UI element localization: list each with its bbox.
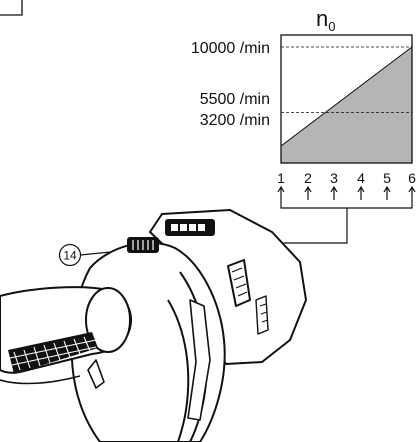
- frame-fragment: [0, 0, 23, 16]
- dial-scale: 1 2 3 4 5 6: [160, 170, 416, 244]
- grinder-illustration: [0, 209, 307, 442]
- bracket-line: [280, 200, 413, 209]
- speed-label-5500: 5500 /min: [200, 91, 270, 108]
- dial-position-6: 6: [408, 170, 416, 186]
- dial-arrow-2: [304, 185, 312, 200]
- dial-position-1: 1: [277, 170, 285, 186]
- title-main: n: [316, 6, 328, 31]
- plot-frame: [280, 34, 413, 164]
- dial-arrow-4: [357, 185, 365, 200]
- dial-position-2: 2: [304, 170, 312, 186]
- chart-title: n0: [316, 6, 335, 34]
- trigger: [87, 359, 105, 389]
- dial-arrows: [277, 185, 416, 200]
- dial-arrow-5: [383, 185, 391, 200]
- dial-position-4: 4: [357, 170, 365, 186]
- dial-position-3: 3: [330, 170, 338, 186]
- dial-arrow-3: [330, 185, 338, 200]
- callout-number: 14: [63, 249, 77, 263]
- speed-chart: 10000 /min 5500 /min 3200 /min: [191, 34, 413, 164]
- dial-arrow-6: [408, 185, 416, 200]
- speed-label-10000: 10000 /min: [191, 40, 270, 57]
- dial-position-5: 5: [383, 170, 391, 186]
- speed-label-3200: 3200 /min: [200, 112, 270, 129]
- title-subscript: 0: [328, 19, 335, 34]
- dial-arrow-1: [277, 185, 285, 200]
- speed-area: [280, 45, 413, 164]
